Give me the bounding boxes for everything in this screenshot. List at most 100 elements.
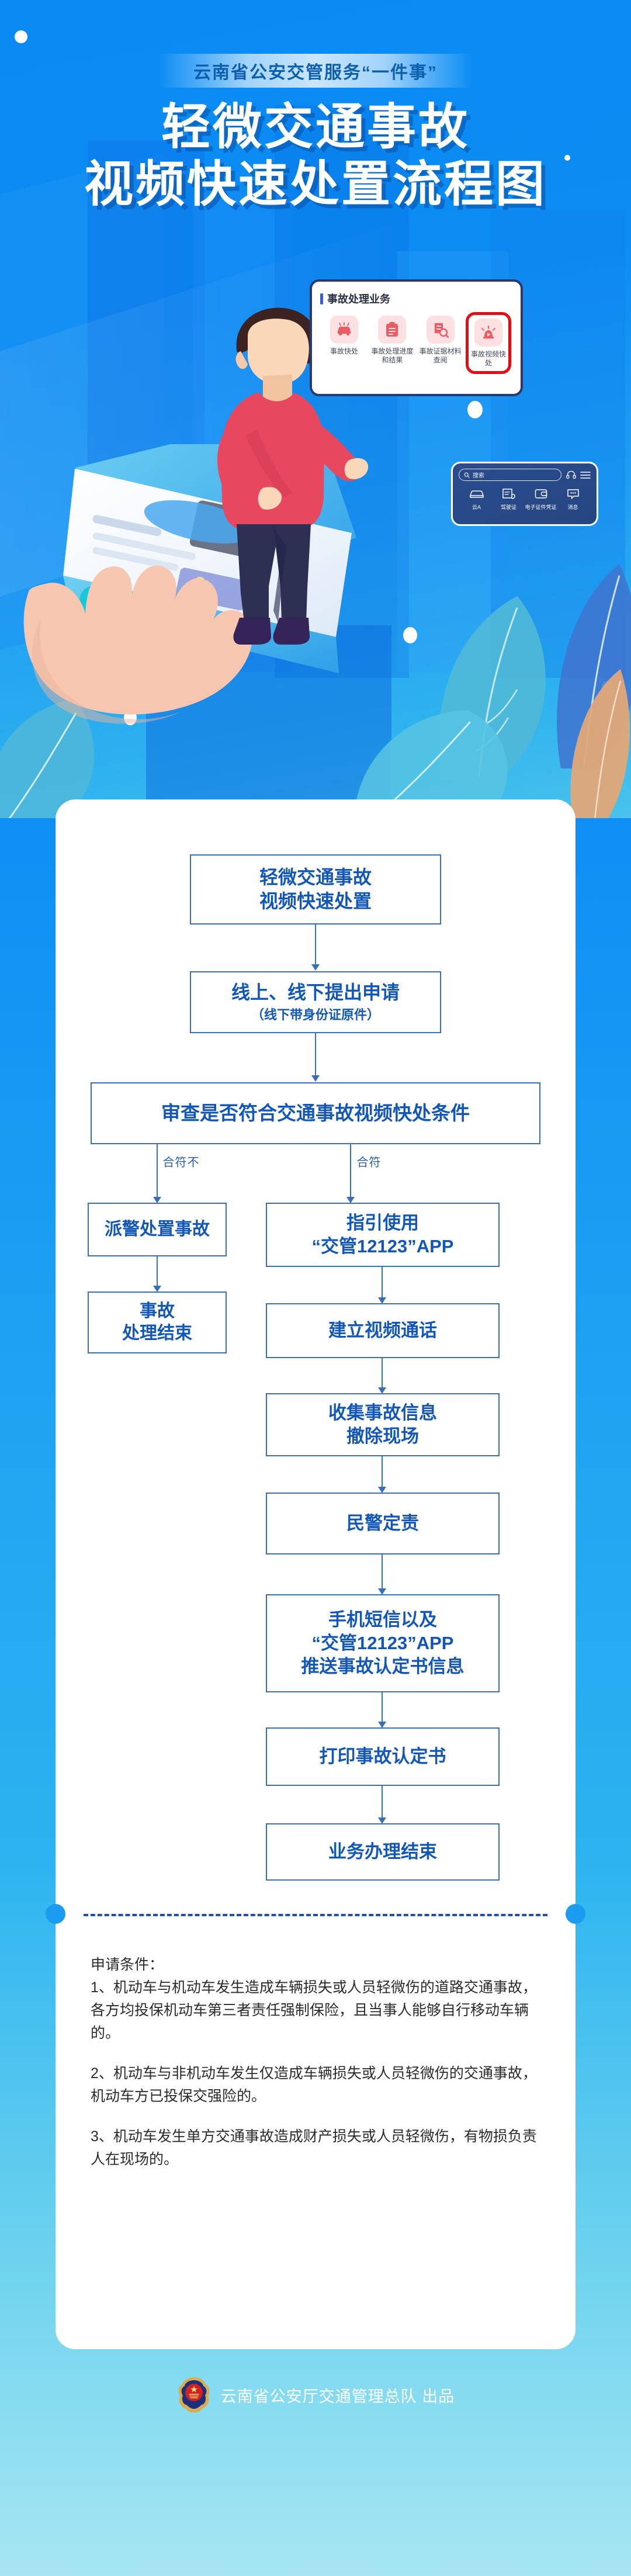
person-illustration [175,295,369,652]
service-item-accident-quick[interactable]: 事故快处 [321,312,367,374]
header-subtitle: 云南省公安交管服务“一件事” [193,63,438,82]
page-title-line1: 轻微交通事故 [161,99,470,154]
branch-label-yes: 符合 [355,1156,380,1168]
flow-node-text: 派警处置事故 [105,1219,210,1239]
service-item-label: 事故快处 [330,347,358,355]
police-badge-icon [178,2377,210,2413]
flow-arrowhead-icon [311,1075,320,1082]
app-shortcut-row: 云A 驾驶证 [459,481,591,511]
flow-node-subtext: （线下带身份证原件） [251,1007,380,1023]
flow-node-collect-info: 收集事故信息 撤除现场 [266,1393,500,1456]
service-item-evidence-lookup[interactable]: 事故证据材料查阅 [418,312,463,374]
flow-connector [382,1267,383,1301]
app-panel-icons [566,470,591,479]
flow-node-text: 指引使用 “交管12123”APP [311,1213,454,1256]
flow-connector [315,925,316,968]
conditions-section: 申请条件： 1、机动车与机动车发生造成车辆损失或人员轻微伤的道路交通事故，各方均… [91,1954,549,2171]
decorative-dot [564,155,570,161]
app-shortcut-label: 消息 [567,504,578,510]
service-card-header: 事故处理业务 [320,291,512,306]
service-card-title: 事故处理业务 [327,293,390,305]
service-item-video-quick[interactable]: 事故视频快处 [465,312,511,374]
flow-node-review: 审查是否符合交通事故视频快处条件 [91,1082,540,1144]
app-panel-topbar: 搜索 [459,469,591,481]
decorative-dot [403,627,417,643]
flow-node-liability: 民警定责 [266,1493,500,1554]
crashed-car-icon [330,316,358,344]
app-shortcut-panel: 搜索 [451,462,598,526]
app-shortcut-license[interactable]: 驾驶证 [493,486,525,511]
flow-node-text: 打印事故认定书 [319,1746,446,1767]
flow-connector [382,1358,383,1391]
app-shortcut-label: 云A [471,504,481,510]
flow-node-video-call: 建立视频通话 [266,1303,500,1358]
flow-arrowhead-icon [153,1197,161,1203]
search-icon [464,472,470,478]
wallet-icon [525,486,557,501]
service-item-progress-result[interactable]: 事故处理进度和结果 [369,312,415,374]
header-subtitle-banner: 云南省公安交管服务“一件事” [0,54,631,88]
clipboard-icon [378,316,407,344]
app-shortcut-plate[interactable]: 云A [460,486,493,511]
document-search-icon [426,316,455,344]
driver-license-icon [493,486,525,501]
flow-node-apply: 线上、线下提出申请 （线下带身份证原件） [190,971,441,1033]
decorative-dot [467,401,483,418]
footer-text: 云南省公安厅交通管理总队 出品 [220,2387,455,2405]
flow-node-dispatch-police: 派警处置事故 [88,1203,227,1256]
flow-node-text: 业务办理结束 [328,1841,437,1862]
service-item-label: 事故处理进度和结果 [371,347,414,364]
menu-icon[interactable] [580,471,591,479]
flow-arrowhead-icon [378,1297,386,1304]
flow-node-guide-app: 指引使用 “交管12123”APP [266,1203,500,1267]
flow-arrowhead-icon [378,1487,386,1493]
flow-node-accident-closed: 事故 处理结束 [88,1292,227,1353]
hero-section: 云南省公安交管服务“一件事” 轻微交通事故 视频快速处置流程图 [0,0,631,818]
leaf-decoration-icon [562,666,631,818]
video-alarm-icon [474,318,502,347]
subtitle-band: 云南省公安交管服务“一件事” [158,54,473,88]
app-shortcut-messages[interactable]: 消息 [557,486,589,511]
flow-arrowhead-icon [378,1588,386,1595]
card-notch-left [46,1904,65,1924]
card-notch-right [566,1904,585,1924]
search-placeholder-text: 搜索 [473,473,484,479]
condition-item-3: 3、机动车发生单方交通事故造成财产损失或人员轻微伤，有物损负责人在现场的。 [91,2128,537,2168]
decorative-dot [15,30,27,43]
service-item-label: 事故证据材料查阅 [419,347,462,364]
content-card: 轻微交通事故 视频快速处置 线上、线下提出申请 （线下带身份证原件） 审查是否符… [46,799,585,2349]
flow-arrowhead-icon [346,1197,355,1203]
dashed-divider [84,1914,547,1916]
flow-connector [157,1256,158,1289]
flow-node-text: 轻微交通事故 视频快速处置 [259,867,372,912]
flow-node-text: 建立视频通话 [328,1320,437,1341]
accident-service-card: 事故处理业务 事故快处 [310,279,523,396]
condition-item-1: 1、机动车与机动车发生造成车辆损失或人员轻微伤的道路交通事故，各方均投保机动车第… [91,1979,537,2041]
flow-node-text: 事故 处理结束 [122,1301,192,1343]
app-shortcut-evoucher[interactable]: 电子证件凭证 [525,486,557,511]
flow-connector [382,1786,383,1821]
headset-icon[interactable] [566,470,576,479]
flow-arrowhead-icon [378,1722,386,1728]
flow-node-end: 业务办理结束 [266,1823,500,1881]
flow-arrowhead-icon [378,1387,386,1394]
app-shortcut-label: 驾驶证 [500,504,516,510]
condition-item-2: 2、机动车与非机动车发生仅造成车辆损失或人员轻微伤的交通事故，机动车方已投保交强… [91,2065,537,2104]
flow-node-text: 收集事故信息 撤除现场 [328,1403,437,1446]
flow-node-push-notice: 手机短信以及 “交管12123”APP 推送事故认定书信息 [266,1594,500,1692]
section-accent-bar [320,293,323,304]
page-title: 轻微交通事故 视频快速处置流程图 [0,98,631,213]
app-shortcut-label: 电子证件凭证 [525,504,557,510]
flow-node-text: 手机短信以及 “交管12123”APP 推送事故认定书信息 [301,1609,464,1677]
flow-node-text: 民警定责 [346,1513,419,1534]
flow-node-start: 轻微交通事故 视频快速处置 [190,854,441,925]
flow-arrowhead-icon [378,1817,386,1824]
flow-connector [382,1554,383,1592]
flow-node-text: 线上、线下提出申请 [231,982,400,1003]
flow-node-text: 审查是否符合交通事故视频快处条件 [161,1102,470,1124]
search-input[interactable]: 搜索 [459,469,561,481]
footer: 云南省公安厅交通管理总队 出品 [0,2376,631,2414]
service-item-label: 事故视频快处 [470,350,506,367]
page-title-line2: 视频快速处置流程图 [84,157,547,212]
